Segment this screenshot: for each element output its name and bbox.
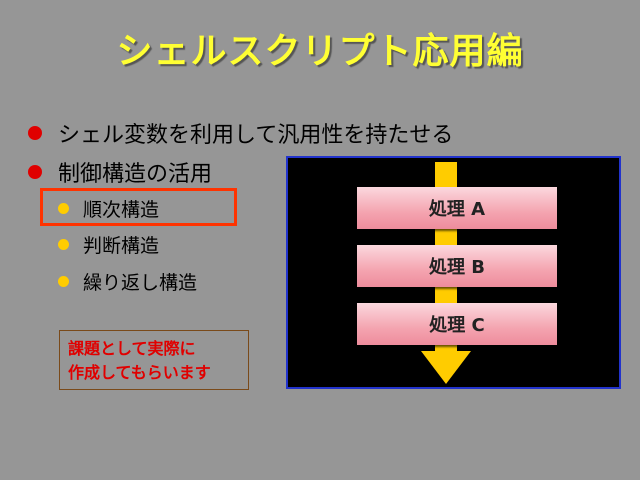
process-box: 処理 A xyxy=(357,187,557,229)
sub-bullet-item: 判断構造 xyxy=(58,231,159,258)
sub-bullet-text: 判断構造 xyxy=(83,235,160,257)
slide-title: シェルスクリプト応用編 xyxy=(116,31,524,72)
bullet-item: シェル変数を利用して汎用性を持たせる xyxy=(28,117,453,149)
process-box: 処理 C xyxy=(357,303,557,345)
bullet-text: 制御構造の活用 xyxy=(58,162,213,187)
yellow-bullet-icon xyxy=(58,276,69,287)
sub-bullet-text: 順次構造 xyxy=(83,199,160,221)
note-box: 課題として実際に 作成してもらいます xyxy=(59,330,249,390)
note-line: 課題として実際に xyxy=(68,339,196,358)
yellow-bullet-icon xyxy=(58,239,69,250)
sub-bullet-item: 繰り返し構造 xyxy=(58,268,197,295)
flow-diagram: 処理 A 処理 B 処理 C xyxy=(286,156,621,389)
note-line: 作成してもらいます xyxy=(68,363,211,382)
bullet-item: 制御構造の活用 xyxy=(28,156,212,188)
bullet-text: シェル変数を利用して汎用性を持たせる xyxy=(58,123,454,148)
down-arrow-icon xyxy=(421,351,471,384)
process-box: 処理 B xyxy=(357,245,557,287)
yellow-bullet-icon xyxy=(58,203,69,214)
red-bullet-icon xyxy=(28,126,42,140)
sub-bullet-text: 繰り返し構造 xyxy=(83,272,198,294)
highlight-frame xyxy=(40,188,237,226)
red-bullet-icon xyxy=(28,165,42,179)
sub-bullet-item: 順次構造 xyxy=(58,195,159,222)
